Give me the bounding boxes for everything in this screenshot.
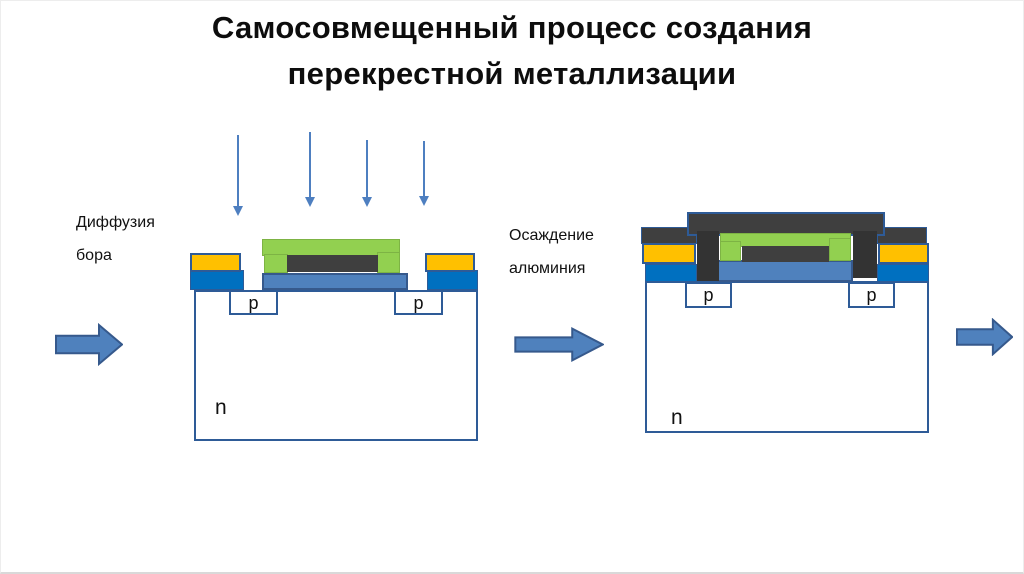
p-region-right: p bbox=[394, 290, 443, 315]
green-mask-right-post bbox=[377, 252, 400, 273]
yellow-contact-layer-right bbox=[878, 243, 929, 264]
p-region-label: p bbox=[413, 292, 424, 313]
diffusion-stage-label-line2: бора bbox=[76, 247, 112, 264]
ion-beam-down-arrow-icon bbox=[233, 135, 243, 216]
deposition-stage-label-line2: алюминия bbox=[509, 260, 586, 277]
blue-oxide-layer-right bbox=[427, 270, 478, 290]
slide-title: Самосовмещенный процесс создания перекре… bbox=[1, 5, 1023, 97]
p-region-left: p bbox=[685, 282, 732, 308]
p-region-right: p bbox=[848, 282, 895, 308]
deposition-stage-label-line1: Осаждение bbox=[509, 227, 594, 244]
diffusion-stage-label-line1: Диффузия bbox=[76, 214, 155, 231]
green-mask-left-post bbox=[264, 254, 288, 273]
ion-beam-down-arrow-icon bbox=[419, 141, 429, 206]
green-mask-right-post bbox=[829, 238, 851, 261]
process-flow-arrow-icon bbox=[514, 327, 604, 362]
blue-base-layer bbox=[717, 260, 853, 282]
dark-gate-layer bbox=[742, 246, 829, 262]
aluminum-plug-right bbox=[853, 231, 877, 278]
blue-base-layer bbox=[262, 273, 408, 290]
p-region-label: p bbox=[703, 285, 714, 305]
p-region-label: p bbox=[248, 292, 259, 313]
process-flow-arrow-icon bbox=[55, 323, 123, 366]
green-mask-left-post bbox=[720, 241, 741, 261]
n-substrate-left bbox=[194, 290, 478, 441]
blue-oxide-band-left bbox=[645, 264, 697, 282]
p-region-left: p bbox=[229, 290, 278, 315]
yellow-contact-layer-left bbox=[642, 243, 696, 264]
aluminum-plug-left bbox=[697, 231, 719, 281]
blue-oxide-layer-left bbox=[190, 270, 244, 290]
slide-title-line1: Самосовмещенный процесс создания bbox=[211, 10, 813, 45]
n-substrate-label: n bbox=[671, 406, 683, 429]
n-substrate-label: n bbox=[215, 396, 227, 419]
ion-beam-down-arrow-icon bbox=[305, 132, 315, 207]
dark-gate-layer bbox=[287, 255, 378, 272]
yellow-contact-layer-left bbox=[190, 253, 241, 272]
yellow-contact-layer-right bbox=[425, 253, 475, 272]
diffusion-stage-label: Диффузия бора bbox=[76, 206, 155, 272]
p-region-label: p bbox=[866, 285, 877, 305]
slide-title-line2: перекрестной металлизации bbox=[287, 56, 737, 91]
deposition-stage-label: Осаждение алюминия bbox=[509, 219, 594, 285]
process-flow-arrow-icon bbox=[956, 318, 1013, 356]
blue-oxide-band-right bbox=[877, 264, 929, 282]
ion-beam-down-arrow-icon bbox=[362, 140, 372, 207]
